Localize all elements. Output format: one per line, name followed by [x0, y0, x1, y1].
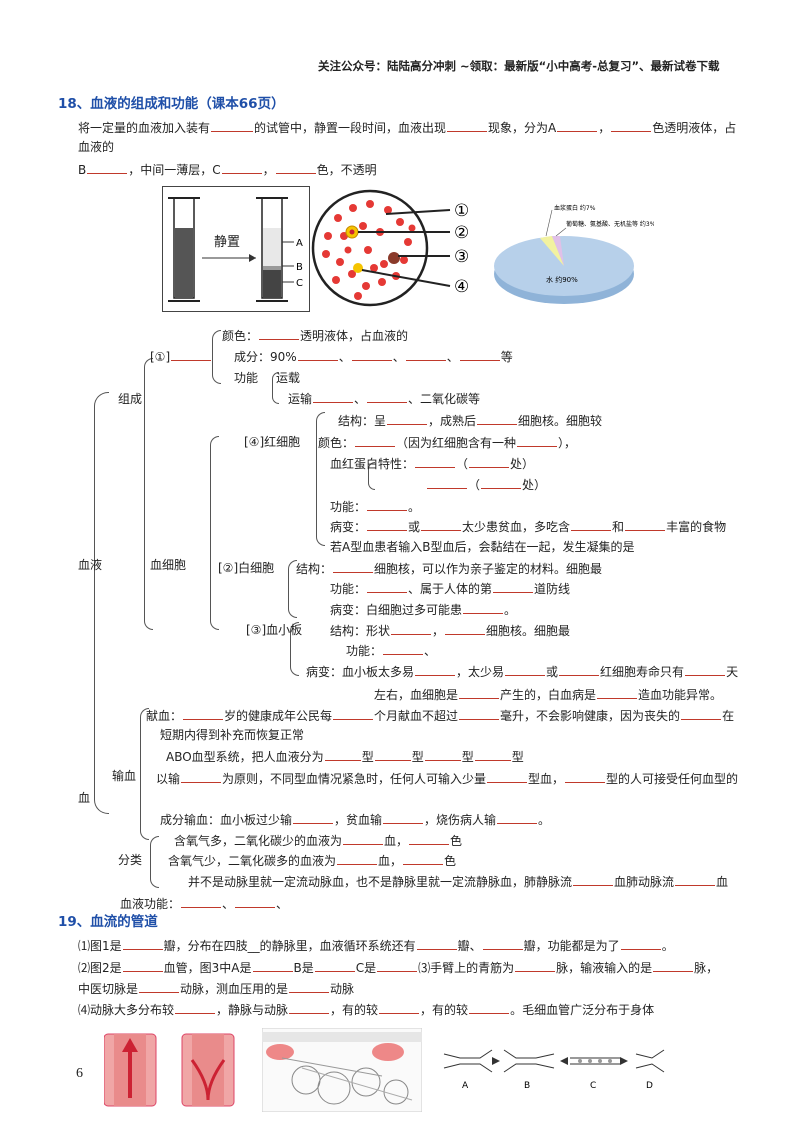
marker-4: ④ — [454, 277, 469, 297]
vessel-label-B: B — [524, 1081, 530, 1091]
vessel-label-A: A — [462, 1081, 469, 1091]
node-blood-2: 血 — [78, 791, 91, 805]
platelet-disease: 病变：血小板太多易，太少易或红细胞寿命只有天 — [306, 665, 739, 679]
wbc-function: 功能：、属于人体的第道防线 — [330, 582, 571, 596]
q1-line: ⑴图1是瓣，分布在四肢__的静脉里，血液循环系统还有瓣、瓣，功能都是为了。 — [78, 939, 674, 953]
section-18-title: 18、血液的组成和功能（课本66页） — [58, 96, 285, 112]
label-C: C — [296, 278, 303, 289]
red-blood-cells — [322, 200, 416, 300]
brace-rbc — [316, 412, 325, 546]
abo-line: ABO血型系统，把人血液分为型型型型 — [166, 750, 524, 764]
platelet-label: [③]血小板 — [246, 623, 303, 637]
brace-blood-cells — [210, 436, 219, 630]
platelet-disease-2: 左右，血细胞是产生的，白血病是造血功能异常。 — [374, 688, 723, 702]
component-transfusion: 成分输血：血小板过少输，贫血输，烧伤病人输。 — [160, 813, 551, 827]
test-tube-figure: 静置 A B C — [162, 186, 310, 312]
brace-plasma — [212, 330, 221, 384]
blood-type-note: 并不是动脉里就一定流动脉血，也不是静脉里就一定流静脉血，肺静脉流血肺动脉流血 — [188, 875, 729, 889]
wbc-structure: 结构：细胞核，可以作为亲子鉴定的材料。细胞最 — [296, 562, 603, 576]
transfusion-rule: 以输为原则，不同型血情况紧急时，任何人可输入少量型血，型的人可接受任何血型的 — [156, 772, 739, 786]
plasma-transport: 运输或、、二氧化碳等 — [288, 392, 481, 406]
venous-blood: 含氧气少，二氧化碳多的血液为血，色 — [168, 854, 457, 868]
intro-line-3: B，中间一薄层，C，色，不透明 — [78, 163, 377, 177]
intro-line-2: 血液的 — [78, 140, 115, 154]
brace-transfusion — [140, 708, 149, 840]
rbc-disease: 病变：或太少患贫血，多吃含和丰富的食物 — [330, 520, 727, 534]
plasma-composition: 成分：90%、、、等 — [234, 350, 513, 364]
platelet-function: 功能：、 — [346, 644, 437, 658]
plasma-carry: 运载 — [276, 371, 301, 385]
intro-line-1: 将一定量的血液加入装有的试管中，静置一段时间，血液出现现象，分为A，色透明液体，… — [78, 121, 737, 135]
arterial-blood: 含氧气多，二氧化碳少的血液为血，色 — [174, 834, 463, 848]
page-header: 关注公众号：陆陆高分冲刺 ~领取：最新版“小中高考-总复习”、最新试卷下载 — [318, 59, 720, 73]
blood-cell-figure: ① ② ③ ④ — [311, 189, 469, 307]
vessel-label-D: D — [646, 1081, 653, 1091]
node-composition: 组成 — [118, 392, 143, 406]
q4-line: ⑷动脉大多分布较，静脉与动脉，有的较，有的较。毛细血管广泛分布于身体 — [78, 1003, 655, 1017]
rbc-hemoglobin-1: 血红蛋白特性：（处） — [330, 457, 535, 471]
donation-line: 献血：岁的健康成年公民每个月献血不超过毫升，不会影响健康，因为丧失的在 — [146, 709, 735, 723]
brace-type — [150, 836, 159, 888]
plasma-function: 功能 — [234, 371, 259, 385]
platelet-structure: 结构：形状，细胞核。细胞最 — [330, 624, 571, 638]
page-number: 6 — [76, 1066, 83, 1081]
pie-label-protein: 血浆蛋白 约7% — [554, 204, 596, 212]
vein-open-figure — [104, 1033, 157, 1107]
pie-label-water: 水 约90% — [546, 275, 578, 284]
capillary-network-figure — [262, 1028, 422, 1112]
rbc-structure: 结构：呈，成熟后细胞核。细胞较 — [338, 414, 603, 428]
vein-closed-figure — [181, 1033, 235, 1107]
blood-function: 血液功能：、、 — [120, 897, 289, 911]
wbc-label: [②]白细胞 — [218, 561, 275, 575]
pie-label-others: 葡萄糖、氨基酸、无机盐等 约3% — [566, 220, 654, 228]
marker-3: ③ — [454, 247, 469, 267]
vessel-label-C: C — [590, 1081, 596, 1091]
node-transfusion: 输血 — [112, 769, 137, 783]
plasma-row: [①] — [150, 348, 212, 365]
brace-plasma-func — [272, 372, 279, 404]
node-type: 分类 — [118, 853, 143, 867]
rbc-agglutination: 若A型血患者输入B型血后，会黏结在一起，发生凝集的是 — [330, 540, 635, 554]
vessel-types-figure: A B C D — [443, 1049, 665, 1091]
brace-composition — [144, 358, 153, 630]
plasma-pie-chart: 血浆蛋白 约7% 葡萄糖、氨基酸、无机盐等 约3% 水 约90% — [494, 204, 654, 304]
section-19-title: 19、血流的管道 — [58, 914, 158, 930]
brace-blood — [94, 392, 109, 814]
brace-hb — [368, 462, 375, 490]
rbc-hemoglobin-2: （处） — [426, 476, 546, 493]
wbc-disease: 病变：白细胞过多可能患。 — [330, 603, 517, 617]
tube-right — [256, 197, 288, 302]
label-A: A — [296, 238, 303, 249]
plasma-color: 颜色：透明液体，占血液的 — [222, 329, 409, 343]
donation-line-2: 短期内得到补充而恢复正常 — [160, 728, 305, 742]
node-blood-cells: 血细胞 — [150, 558, 187, 572]
marker-2: ② — [454, 223, 469, 243]
q3-line: 中医切脉是动脉，测血压用的是动脉 — [78, 982, 355, 996]
rbc-label: [④]红细胞 — [244, 435, 301, 449]
rbc-color: 颜色：（因为红细胞含有一种）， — [318, 436, 577, 450]
vein-valve-figures — [104, 1033, 235, 1107]
marker-1: ① — [454, 201, 469, 221]
node-blood: 血液 — [78, 558, 103, 572]
rbc-function: 功能：。 — [330, 500, 421, 514]
label-B: B — [296, 262, 303, 273]
static-label: 静置 — [214, 235, 240, 250]
tube-left — [168, 197, 200, 302]
